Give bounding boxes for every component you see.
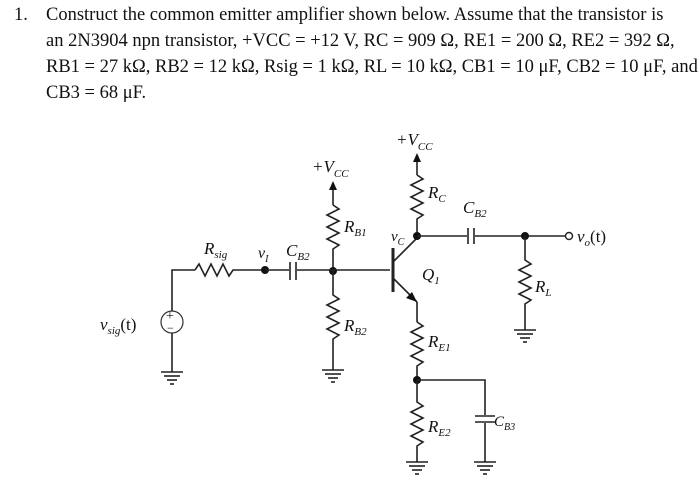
bypass-wire xyxy=(417,379,486,415)
ground-rl xyxy=(514,329,536,343)
ground-re2 xyxy=(406,461,428,475)
re2-label: RE2 xyxy=(427,417,451,439)
rsig-label: Rsig xyxy=(203,239,228,261)
source-top-wire xyxy=(171,269,195,311)
svg-text:−: − xyxy=(167,321,174,335)
resistor-rc xyxy=(409,174,425,236)
resistor-re2 xyxy=(409,380,425,462)
cb2-output-label: CB2 xyxy=(463,198,487,220)
cb3-label: CB3 xyxy=(494,414,515,433)
capacitor-cb2-output xyxy=(467,228,475,244)
vi-label: vI xyxy=(258,245,269,265)
resistor-rb2 xyxy=(325,271,341,370)
q1-label: Q1 xyxy=(422,265,440,287)
re1-label: RE1 xyxy=(427,332,451,354)
capacitor-cb2-input xyxy=(289,262,297,280)
ground-cb3 xyxy=(474,461,496,475)
problem-line-2: an 2N3904 npn transistor, +VCC = +12 V, … xyxy=(46,31,675,51)
problem-number: 1. xyxy=(14,5,28,25)
vcc-label-left: +VCC xyxy=(312,157,349,180)
resistor-rsig xyxy=(194,262,262,278)
ground-rb2 xyxy=(322,369,344,383)
vsig-label: vsig(t) xyxy=(100,315,136,337)
problem-line-3: RB1 = 27 kΩ, RB2 = 12 kΩ, Rsig = 1 kΩ, R… xyxy=(46,57,698,77)
resistor-rl xyxy=(517,236,533,330)
problem-line-4: CB3 = 68 μF. xyxy=(46,83,147,103)
resistor-rb1 xyxy=(325,204,341,270)
svg-text:+: + xyxy=(166,309,174,324)
rb1-label: RB1 xyxy=(343,217,367,239)
ground-source xyxy=(161,371,183,385)
rl-label: RL xyxy=(534,277,552,299)
vcc-arrow-right xyxy=(413,153,421,175)
capacitor-cb3 xyxy=(475,415,495,423)
rc-label: RC xyxy=(427,183,446,205)
vcc-arrow-left xyxy=(329,181,337,205)
vc-label: vC xyxy=(391,229,405,248)
rb2-label: RB2 xyxy=(343,316,367,338)
transistor-q1 xyxy=(391,237,418,303)
problem-line-1: 1.Construct the common emitter amplifier… xyxy=(14,2,690,28)
cb2-input-label: CB2 xyxy=(286,241,310,263)
vo-label: vo(t) xyxy=(577,227,606,249)
resistor-re1 xyxy=(409,321,425,380)
problem-statement: 1.Construct the common emitter amplifier… xyxy=(14,2,698,106)
signal-source: + − xyxy=(160,309,184,335)
vcc-label-right: +VCC xyxy=(396,130,433,153)
output-terminal xyxy=(564,231,574,241)
